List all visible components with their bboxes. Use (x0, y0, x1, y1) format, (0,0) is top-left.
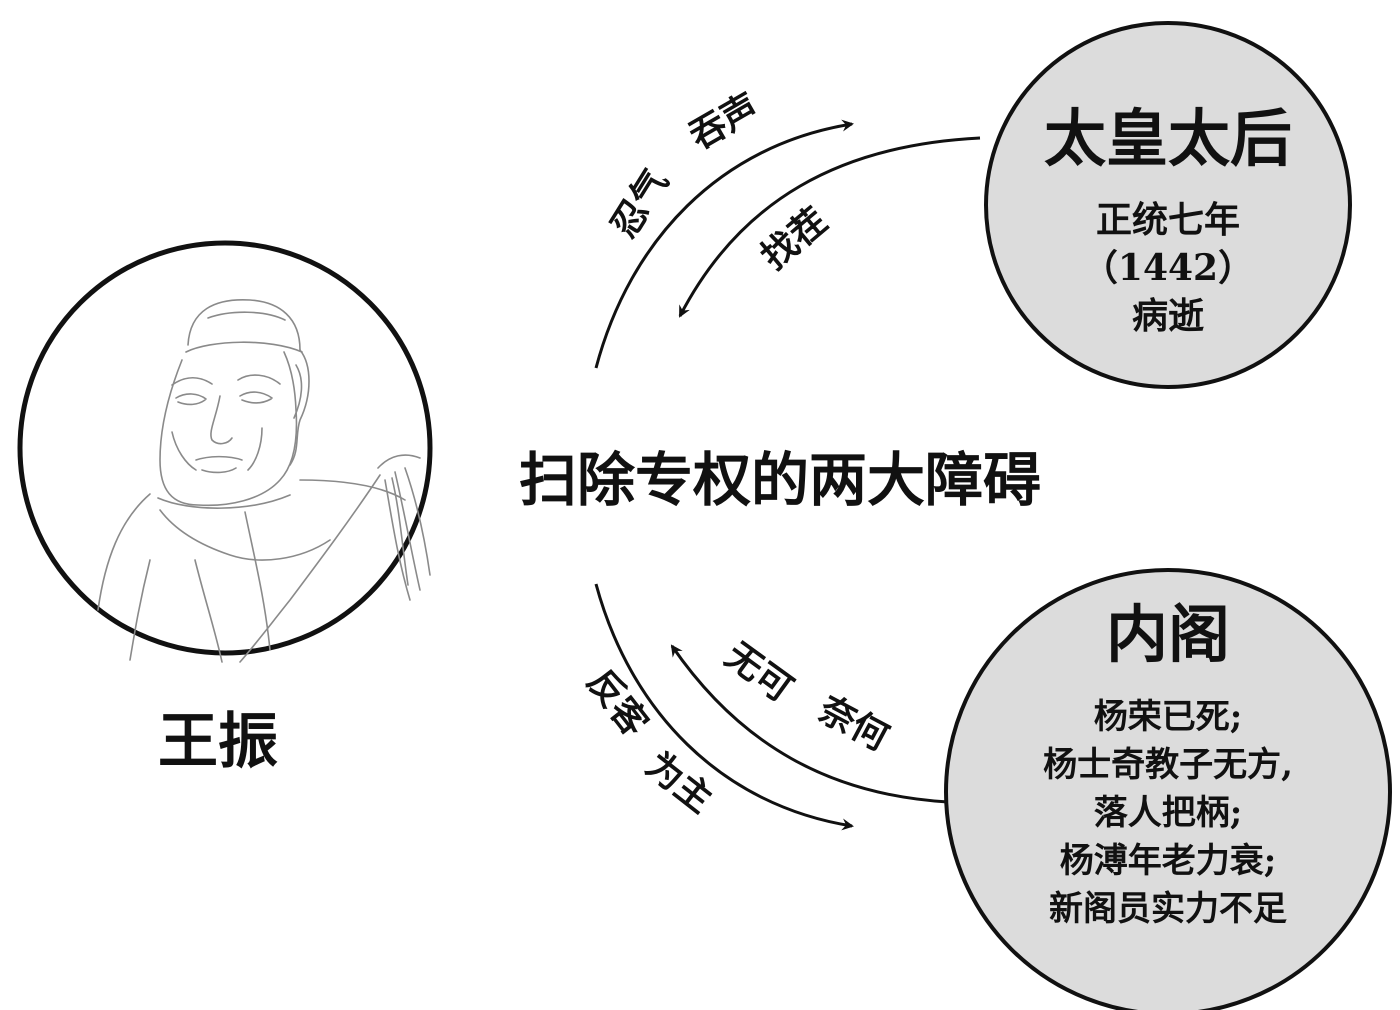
bottom-node-circle (944, 568, 1392, 1010)
bottom-node-line: 杨溥年老力衰; (1060, 841, 1277, 881)
top-outer-arrow (594, 119, 854, 369)
top-node-line: 正统七年 (1096, 199, 1240, 241)
bottom-node-line: 新阁员实力不足 (1049, 889, 1287, 929)
arrow-label-top-outer-a: 忍气 (603, 162, 677, 245)
top-inner-arrow (678, 136, 981, 318)
top-node-circle (984, 21, 1352, 389)
arrow-label-bottom-outer-a: 反客 (579, 661, 656, 744)
arrow-label-top-outer-b: 吞声 (682, 85, 765, 157)
top-node-title: 太皇太后 (1044, 102, 1292, 175)
bottom-node-line: 杨荣已死; (1094, 697, 1243, 737)
person-name: 王振 (158, 707, 278, 777)
bottom-inner-arrow (670, 644, 949, 804)
eunuch-portrait-icon (97, 299, 431, 663)
top-node-line: 病逝 (1132, 295, 1204, 337)
arrow-label-bottom-outer-b: 为主 (638, 744, 721, 821)
arrow-label-bottom-inner-b: 奈何 (811, 687, 895, 758)
top-node-line: （1442） (1082, 247, 1254, 289)
bottom-outer-arrow (594, 583, 854, 831)
center-title: 扫除专权的两大障碍 (519, 446, 1041, 514)
bottom-node-line: 杨士奇教子无方, (1043, 745, 1293, 785)
arrow-label-bottom-inner-a: 无可 (718, 634, 801, 710)
portrait-ring (17, 240, 433, 656)
bottom-node-line: 落人把柄; (1094, 793, 1243, 833)
bottom-node-title: 内阁 (1106, 598, 1230, 671)
